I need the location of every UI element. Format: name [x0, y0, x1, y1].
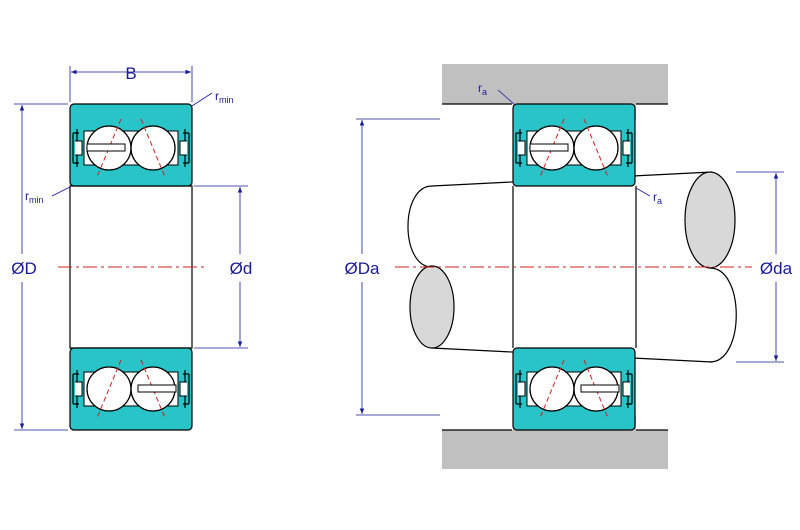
label-rmin-left: rmin: [25, 189, 44, 205]
label-D: ØD: [11, 259, 37, 278]
shaft-right-end: [684, 171, 736, 269]
label-d: Ød: [230, 259, 253, 278]
label-Da: ØDa: [345, 259, 381, 278]
label-da: Øda: [760, 259, 793, 278]
mounted-bearing-top: [512, 103, 636, 187]
left-bearing-view: B ØD Ød rmin rmin: [11, 64, 253, 431]
leader-ra-right: [635, 187, 651, 197]
label-rmin-top: rmin: [215, 89, 234, 105]
leader-ra-top: [497, 89, 515, 105]
bearing-bottom-section: [69, 347, 193, 431]
bearing-top-section: [69, 103, 193, 187]
leader-rmin-left: [51, 186, 71, 197]
label-ra-right: ra: [653, 190, 662, 206]
mounted-bearing-bottom: [512, 347, 636, 431]
right-mounting-view: ØDa Øda ra ra: [345, 64, 793, 469]
label-ra-top: ra: [478, 81, 487, 97]
leader-rmin-top: [191, 92, 213, 107]
shaft-left-end: [409, 265, 455, 349]
label-B: B: [125, 64, 136, 83]
